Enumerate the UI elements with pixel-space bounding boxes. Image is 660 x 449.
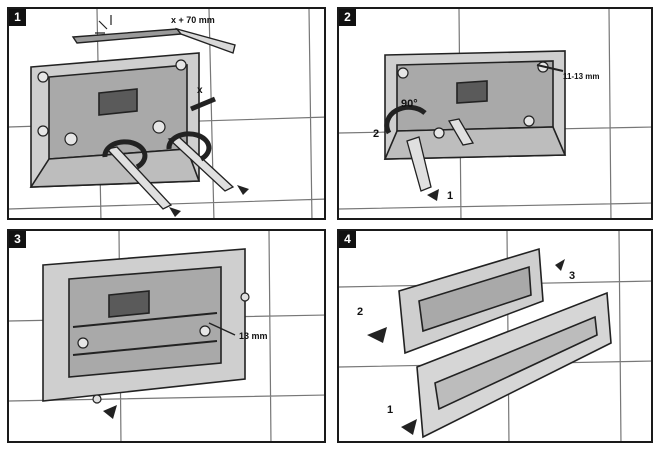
plate-screws: [77, 325, 211, 349]
rotate-arrow-icon: [384, 104, 427, 135]
step-a-label: 1: [447, 190, 453, 202]
frame-box: [29, 52, 201, 188]
corner-screws: [37, 59, 187, 146]
length-label: x + 70 mm: [171, 15, 215, 25]
drill-bit: [71, 27, 236, 54]
step-b-label: 2: [373, 128, 379, 140]
panel-4-illustration: 2 1 3: [339, 231, 651, 441]
distance-arrow-icon: [208, 322, 236, 336]
panel-4-number: 4: [339, 231, 356, 248]
panel-3: 3 13 mm: [7, 229, 326, 443]
frame-box: [383, 50, 567, 160]
frame-rods: [72, 312, 218, 356]
step-1-label: 1: [387, 404, 393, 416]
flush-plate: [416, 291, 612, 439]
push-arrow-icons: [367, 259, 565, 435]
panel-1-illustration: x + 70 mm x: [9, 9, 324, 218]
panel-1-number: 1: [9, 9, 26, 26]
depth-arrow-icon: [536, 64, 564, 72]
rotate-arrow-icons: [102, 131, 212, 170]
anchor-bolts: [406, 118, 475, 192]
spark-icon: [95, 15, 112, 34]
fixing-screw: [92, 292, 250, 404]
push-arrow-icon: [103, 405, 117, 419]
gap-label: x: [197, 85, 203, 96]
depth-label: 11-13 mm: [563, 72, 599, 81]
panel-3-number: 3: [9, 231, 26, 248]
step-3-label: 3: [569, 270, 575, 282]
panel-2-illustration: 90° 2 1 11-13 mm: [339, 9, 651, 218]
push-arrow-icons: [169, 185, 249, 217]
distance-label: 13 mm: [239, 331, 268, 341]
panel-2-number: 2: [339, 9, 356, 26]
panel-3-illustration: 13 mm: [9, 231, 324, 441]
panel-1: 1 x + 70 mm: [7, 7, 326, 220]
panel-4: 4 2 1 3: [337, 229, 653, 443]
gap-arrow-icon: [190, 96, 216, 112]
mounting-plate: [42, 248, 246, 402]
mounting-plate: [398, 247, 544, 355]
panel-2: 2 90° 2 1 11-13 mm: [337, 7, 653, 220]
step-2-label: 2: [357, 306, 363, 318]
rotation-label: 90°: [401, 98, 418, 110]
push-arrow-icon: [427, 189, 439, 201]
